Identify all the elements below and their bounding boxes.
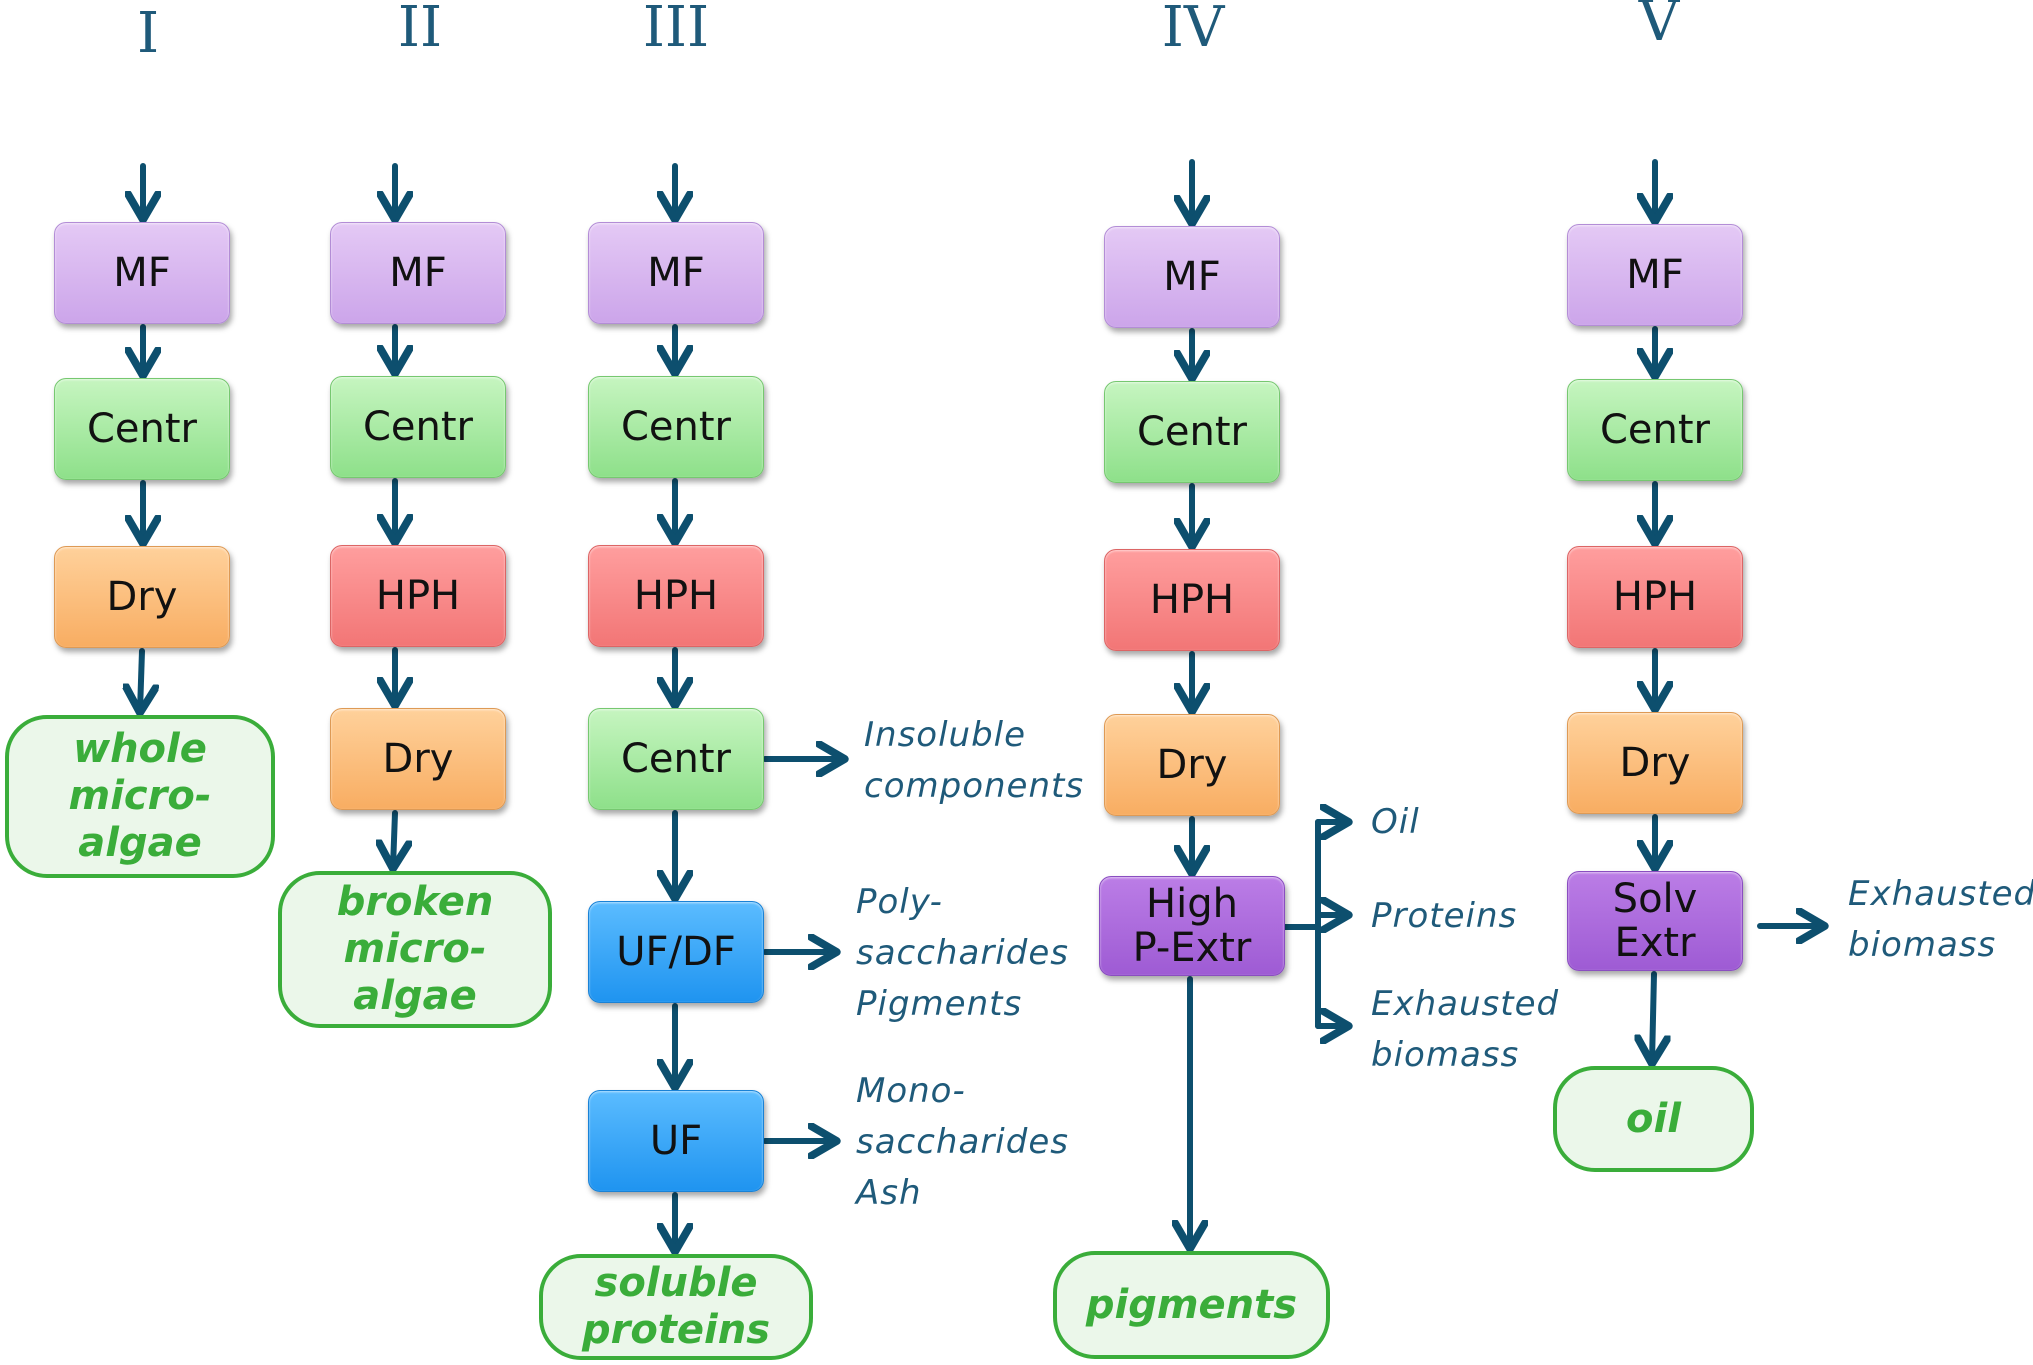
column-V-product-oil: oil	[1553, 1066, 1754, 1172]
column-III-side-output-insoluble: Insoluble components	[864, 715, 1085, 806]
column-V-hph-step: HPH	[1567, 546, 1743, 648]
column-III-side-output-monosaccharides: Mono- saccharides Ash	[856, 1071, 1069, 1213]
column-IV-product-pigments: pigments	[1053, 1251, 1330, 1359]
column-IV-numeral: IV	[1161, 0, 1225, 60]
column-II-centr-step: Centr	[330, 376, 506, 478]
column-III-uf-step: UF	[588, 1090, 764, 1192]
column-I-mf-step: MF	[54, 222, 230, 324]
column-IV-high-pressure-extraction-step: High P-Extr	[1099, 876, 1285, 976]
column-III-centr-step: Centr	[588, 376, 764, 478]
column-II-dry-step: Dry	[330, 708, 506, 810]
column-III-hph-step: HPH	[588, 545, 764, 647]
flow-arrow-34	[1652, 971, 1654, 1062]
column-II-mf-step: MF	[330, 222, 506, 324]
column-III-second-centr-step: Centr	[588, 708, 764, 810]
column-V-mf-step: MF	[1567, 224, 1743, 326]
column-III-product-soluble-proteins: soluble proteins	[539, 1254, 813, 1360]
column-IV-centr-step: Centr	[1104, 381, 1280, 483]
column-I-centr-step: Centr	[54, 378, 230, 480]
column-III-uf-df-step: UF/DF	[588, 901, 764, 1003]
column-III-mf-step: MF	[588, 222, 764, 324]
column-I-numeral: I	[136, 1, 160, 66]
column-V-side-output-exhausted-biomass: Exhausted biomass	[1848, 874, 2033, 965]
column-II-numeral: II	[397, 0, 443, 60]
column-IV-side-output-oil: Oil	[1371, 802, 1420, 842]
flow-arrow-4	[140, 648, 142, 711]
column-III-numeral: III	[642, 0, 710, 60]
column-I-dry-step: Dry	[54, 546, 230, 648]
column-IV-dry-step: Dry	[1104, 714, 1280, 816]
column-IV-side-output-proteins: Proteins	[1371, 896, 1518, 936]
column-V-solvent-extraction-step: Solv Extr	[1567, 871, 1743, 971]
column-V-numeral: V	[1638, 0, 1680, 54]
column-IV-mf-step: MF	[1104, 226, 1280, 328]
column-V-dry-step: Dry	[1567, 712, 1743, 814]
column-II-product-broken-microalgae: broken micro- algae	[278, 871, 552, 1028]
column-IV-side-output-exhausted-biomass: Exhausted biomass	[1371, 984, 1560, 1075]
column-II-hph-step: HPH	[330, 545, 506, 647]
column-I-product-whole-microalgae: whole micro- algae	[5, 715, 275, 878]
column-III-side-output-polysaccharides: Poly- saccharides Pigments	[856, 882, 1069, 1024]
column-V-centr-step: Centr	[1567, 379, 1743, 481]
column-IV-hph-step: HPH	[1104, 549, 1280, 651]
flow-arrow-9	[393, 810, 395, 867]
